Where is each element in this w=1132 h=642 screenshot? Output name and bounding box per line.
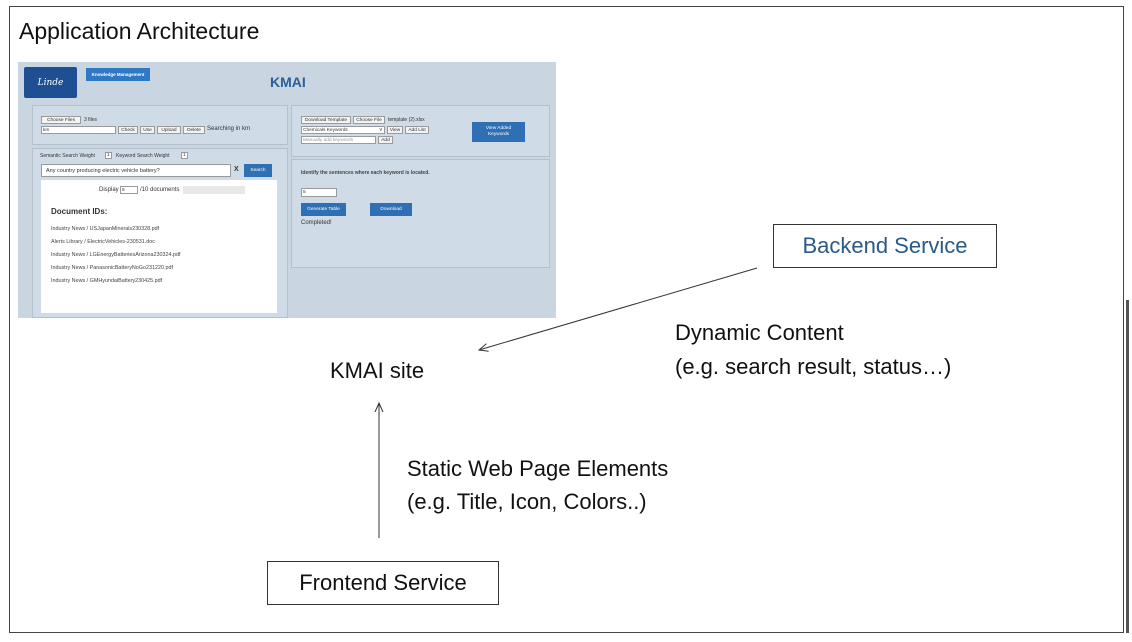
static-elements-line2: (e.g. Title, Icon, Colors..) [407, 489, 647, 514]
linde-logo: Linde [24, 67, 77, 98]
search-panel: Semantic Search Weight 1 Keyword Search … [32, 148, 288, 318]
delete-button[interactable]: Delete [183, 126, 205, 134]
kmai-screenshot: Linde Knowledge Management KMAI Choose F… [18, 62, 556, 318]
generate-table-button[interactable]: Generate Table [301, 203, 346, 216]
chevron-down-icon: v [379, 127, 383, 133]
status-text: Completed! [301, 220, 332, 226]
check-button[interactable]: Check [118, 126, 138, 134]
view-button[interactable]: View [387, 126, 403, 134]
upload-button[interactable]: Upload [157, 126, 181, 134]
upload-panel: Choose Files 3 files km Check Use Upload… [32, 105, 288, 145]
document-item[interactable]: Alerts Library / ElectricVehicles-230531… [51, 239, 155, 245]
template-file-name: template (2).xlsx [388, 117, 425, 123]
download-template-button[interactable]: Download Template [301, 116, 351, 124]
keyword-weight-label: Keyword Search Weight [116, 153, 170, 159]
use-button[interactable]: Use [140, 126, 155, 134]
add-list-button[interactable]: Add List [405, 126, 429, 134]
query-input[interactable]: Any country producing electric vehicle b… [41, 164, 231, 177]
choose-files-button[interactable]: Choose Files [41, 116, 81, 124]
dynamic-content-line1: Dynamic Content [675, 320, 844, 345]
clear-query-button[interactable]: X [234, 166, 239, 173]
kmai-site-label: KMAI site [330, 358, 425, 383]
document-item[interactable]: Industry News / LGEnergyBatteriesArizona… [51, 252, 181, 258]
frontend-service-box: Frontend Service [267, 561, 499, 605]
dynamic-content-line2: (e.g. search result, status…) [675, 354, 952, 379]
display-label: Display [99, 187, 119, 193]
semantic-weight-input[interactable]: 1 [105, 152, 112, 159]
backend-service-box: Backend Service [773, 224, 997, 268]
keyword-panel: Download Template Choose File template (… [291, 105, 550, 157]
slide-title: Application Architecture [19, 18, 260, 44]
files-count: 3 files [84, 117, 98, 123]
document-ids-heading: Document IDs: [51, 207, 108, 216]
searching-status: Searching in km [207, 126, 251, 132]
backend-arrow [479, 267, 758, 350]
download-button[interactable]: Download [370, 203, 412, 216]
frame-shadow [1126, 300, 1129, 633]
collection-input[interactable]: km [41, 126, 116, 134]
add-keyword-button[interactable]: Add [378, 136, 393, 144]
document-item[interactable]: Industry News / GMHyundaiBattery230425.p… [51, 278, 163, 284]
choose-file-button[interactable]: Choose File [353, 116, 385, 124]
analysis-panel: Identify the sentences where each keywor… [291, 159, 550, 268]
keyword-weight-input[interactable]: 1 [181, 152, 188, 159]
display-suffix: /10 documents [140, 187, 180, 193]
slide-frame [9, 6, 1124, 633]
semantic-weight-label: Semantic Search Weight [40, 153, 95, 159]
knowledge-management-badge[interactable]: Knowledge Management [86, 68, 150, 81]
identify-instruction: Identify the sentences where each keywor… [301, 170, 430, 176]
manual-keyword-input[interactable]: Manually add keywords [301, 136, 376, 144]
display-progress [183, 186, 245, 194]
display-count-input[interactable]: 5 [120, 186, 138, 194]
static-elements-line1: Static Web Page Elements [407, 456, 669, 481]
sentence-count-input[interactable]: 5 [301, 188, 337, 197]
document-item[interactable]: Industry News / PanasonicBatteryNoGo2312… [51, 265, 173, 271]
kmai-title: KMAI [270, 74, 306, 90]
view-added-keywords-button[interactable]: View Added Keywords [472, 122, 525, 142]
search-button[interactable]: Search [244, 164, 272, 177]
results-card: Display 5 /10 documents Document IDs: In… [41, 180, 277, 313]
keyword-select[interactable]: Chemicals Keywords v [301, 126, 385, 134]
document-item[interactable]: Industry News / USJapanMinerals230328.pd… [51, 226, 160, 232]
